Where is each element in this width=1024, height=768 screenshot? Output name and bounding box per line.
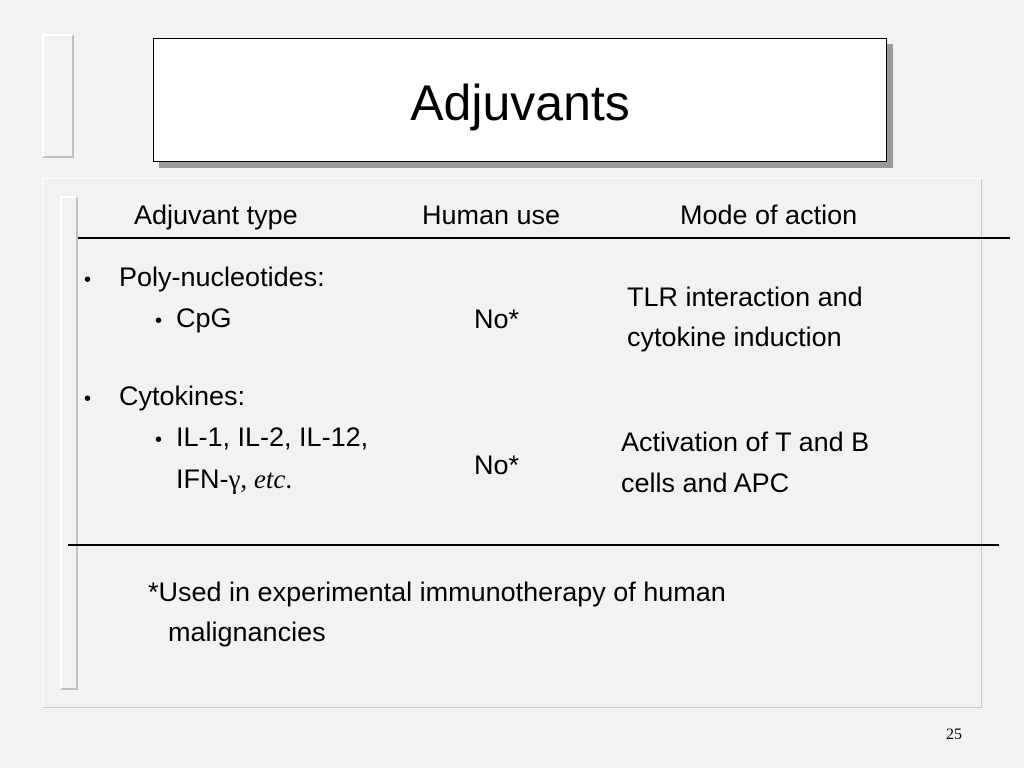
row1-bullet: • [84,269,92,291]
row1-sub-bullet: • [155,310,163,332]
row2-sub-bullet: • [155,429,163,451]
footnote-line1: *Used in experimental immunotherapy of h… [148,577,726,607]
row2-item-line2: IFN-γ, etc. [176,464,293,494]
row2-category: Cytokines: [119,381,246,411]
row2-mode-line2: cells and APC [621,468,790,498]
title-box: Adjuvants [153,38,887,162]
header-human-use: Human use [422,200,561,230]
row2-bullet: • [84,388,92,410]
title-left-decor-bar [42,34,74,158]
header-adjuvant-type: Adjuvant type [134,200,298,230]
slide-title: Adjuvants [410,75,630,131]
table-bottom-divider [68,544,999,546]
header-divider [78,237,1010,239]
gamma-symbol: γ [228,464,241,494]
body-left-decor-bar [60,196,78,690]
row1-item: CpG [176,303,232,333]
row2-human-use: No* [474,450,520,480]
row1-category: Poly-nucleotides: [119,262,325,292]
header-mode-of-action: Mode of action [680,200,858,230]
footnote-line2: malignancies [168,617,326,647]
row2-item-line1: IL-1, IL-2, IL-12, [176,422,369,452]
row1-mode-line1: TLR interaction and [627,282,863,312]
row1-mode-line2: cytokine induction [627,322,842,352]
row1-human-use: No* [474,304,520,334]
body-frame [42,178,982,708]
row2-mode-line1: Activation of T and B [621,427,870,457]
page-number: 25 [946,726,962,743]
